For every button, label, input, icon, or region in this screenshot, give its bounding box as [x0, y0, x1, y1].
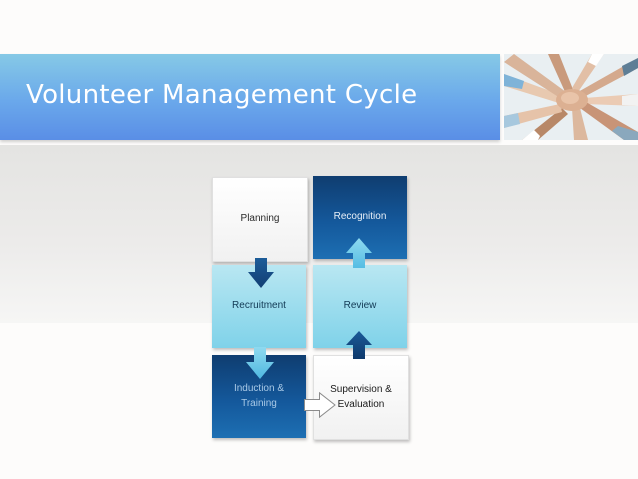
team-hands-image: [504, 54, 638, 140]
planning-label: Planning: [240, 213, 280, 225]
planning-box: Planning: [212, 177, 308, 262]
induction-training-label: Induction & Training: [233, 383, 285, 409]
team-hands-photo: [504, 54, 638, 140]
recognition-label: Recognition: [333, 211, 387, 223]
title-bar: [0, 54, 500, 140]
arrow-up-icon: [346, 238, 372, 268]
slide-title: Volunteer Management Cycle: [26, 80, 418, 110]
supervision-evaluation-label: Supervision & Evaluation: [330, 384, 392, 410]
arrow-down-icon: [246, 347, 274, 379]
arrow-down-icon: [248, 258, 274, 288]
review-label: Review: [343, 300, 377, 312]
arrow-right-icon: [304, 392, 336, 418]
supervision-evaluation-box: Supervision & Evaluation: [313, 355, 409, 440]
arrow-up-icon: [346, 331, 372, 359]
recruitment-label: Recruitment: [232, 300, 286, 312]
